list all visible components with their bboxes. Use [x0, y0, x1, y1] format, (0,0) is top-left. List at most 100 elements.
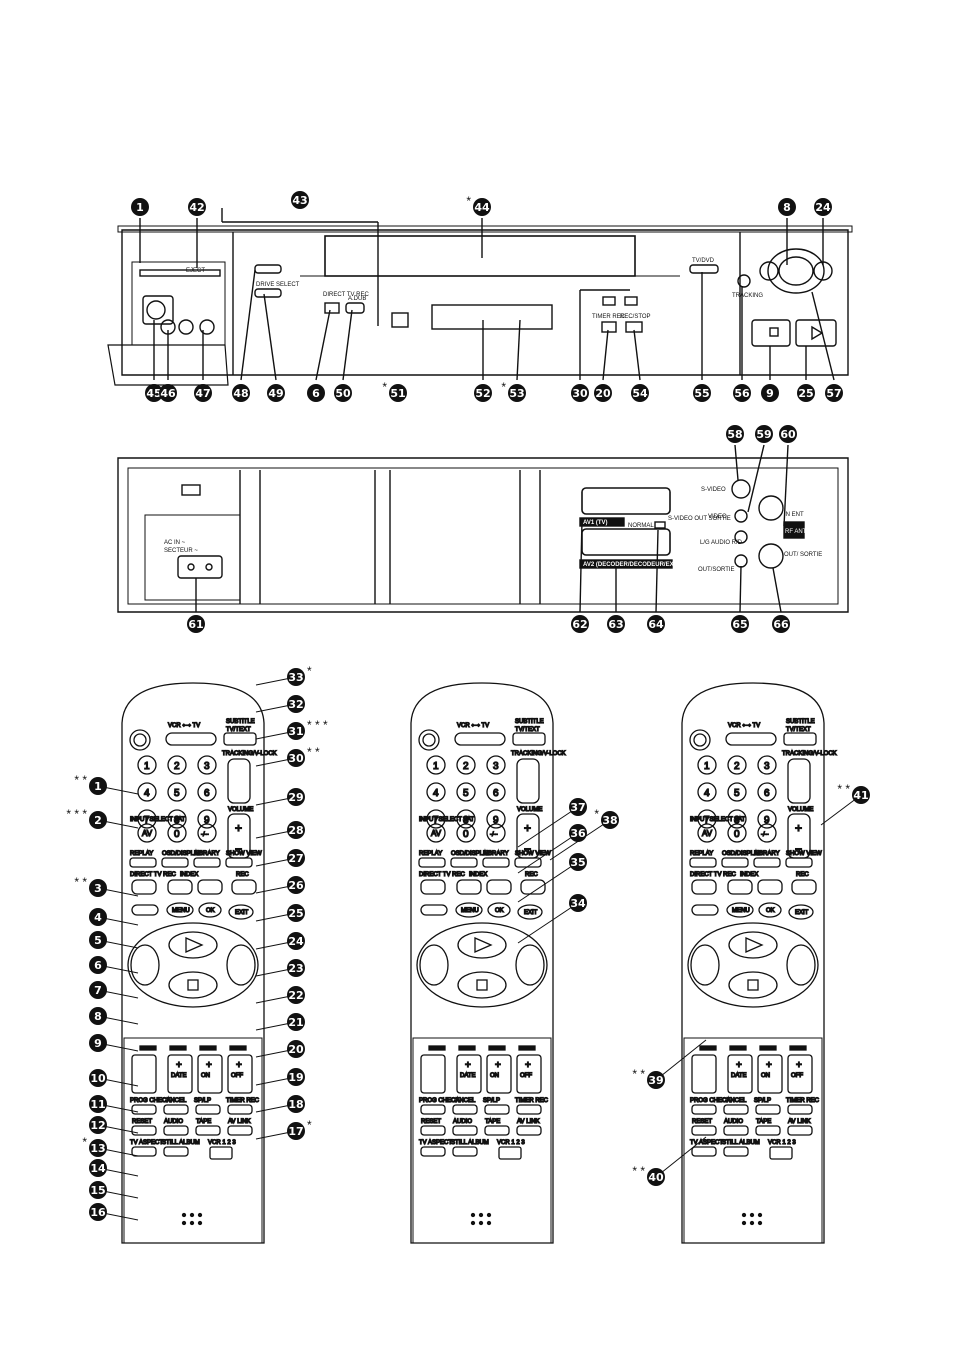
on-rocker [757, 1054, 783, 1094]
callout-badge [291, 191, 309, 209]
speaker-dot [189, 1220, 195, 1226]
leader-line [655, 1039, 707, 1081]
tv-aspect-label: TV ASPECT [690, 1140, 723, 1146]
prog_check-label: PROG CHECK [419, 1098, 459, 1104]
vcr-switch-label: VCR 1 2 3 [768, 1140, 796, 1146]
tracking-rocker [516, 758, 540, 804]
callout-star: * * [632, 1067, 645, 1081]
callout-27: 27 [287, 849, 305, 867]
library-button [482, 857, 510, 868]
play-icon [745, 937, 764, 953]
callout-46: 46 [159, 384, 177, 402]
callout-badge [287, 1068, 305, 1086]
callout-number: 17 [288, 1125, 303, 1138]
callout-badge [89, 811, 107, 829]
callout-number: 34 [570, 897, 586, 910]
callout-number: 39 [648, 1074, 663, 1087]
digit-label: 4 [144, 788, 150, 799]
digit-label: 9 [204, 815, 210, 826]
play-button [168, 931, 218, 959]
play-icon [185, 937, 204, 953]
callout-42: 42 [188, 198, 206, 216]
speaker-dot [757, 1220, 763, 1226]
callout-badge [571, 615, 589, 633]
on-label: ON [201, 1073, 210, 1079]
off-rocker [227, 1054, 253, 1094]
callout-badge [287, 722, 305, 740]
callout-badge [601, 811, 619, 829]
digit-label: 4 [433, 788, 439, 799]
stop-icon [476, 979, 488, 991]
callout-number: 1 [94, 780, 102, 793]
zero-button [167, 823, 187, 843]
color-key [699, 1045, 717, 1051]
callout-badge [188, 198, 206, 216]
vcr-switch-label: VCR 1 2 3 [497, 1140, 525, 1146]
av-button [426, 823, 446, 843]
stop-icon [747, 979, 759, 991]
callout-45: 45 [145, 384, 163, 402]
stop-button [457, 971, 507, 999]
rec-button [231, 879, 257, 895]
callout-star: * [382, 380, 387, 394]
callout-star: * * [837, 782, 850, 796]
direct-tv-rec-label: DIRECT TV REC [419, 872, 465, 878]
timer_rec-label: TIMER REC [226, 1098, 260, 1104]
audio-button [163, 1125, 189, 1136]
remote-body [681, 682, 825, 1244]
callout-number: 19 [288, 1071, 303, 1084]
callout-6: 6 [307, 384, 325, 402]
reset-button [691, 1125, 717, 1136]
callout-12: 12 [89, 1116, 107, 1134]
rec-button [791, 879, 817, 895]
power-icon [693, 733, 707, 747]
show_view-label: SHOW VIEW [515, 851, 551, 857]
digit-label: 5 [174, 788, 180, 799]
date-rocker [727, 1054, 753, 1094]
library-button [753, 857, 781, 868]
callout-number: 48 [233, 387, 248, 400]
color-key [199, 1045, 217, 1051]
index-label: INDEX [740, 872, 758, 878]
callout-badge [89, 1069, 107, 1087]
remote-cover [123, 1037, 263, 1244]
callout-number: 24 [815, 201, 831, 214]
remote-body [410, 682, 554, 1244]
callout-number: 52 [475, 387, 490, 400]
av_link-label: AV LINK [228, 1119, 251, 1125]
av_link-button [516, 1125, 542, 1136]
callout-number: 11 [90, 1098, 105, 1111]
vcr-tv-button [165, 732, 217, 746]
callout-badge [89, 1007, 107, 1025]
off-label: OFF [231, 1073, 243, 1079]
digit-3-button [486, 755, 506, 775]
callout-number: 5 [94, 934, 102, 947]
transport-cluster [127, 922, 259, 1008]
callout-star: * [307, 1118, 312, 1132]
callout-number: 8 [94, 1010, 102, 1023]
callout-star: * [594, 807, 599, 821]
callout-1: 1 [131, 198, 149, 216]
label-direct-tv-rec: DIRECT TV REC [323, 292, 369, 298]
callout-33: 33* [287, 664, 312, 686]
prog_check-button [420, 1104, 446, 1115]
transport-cluster [416, 922, 548, 1008]
digit-label: 8 [463, 815, 469, 826]
callout-number: 35 [570, 856, 585, 869]
ffwd-button [515, 944, 545, 986]
callout-11: 11 [89, 1095, 107, 1113]
callout-number: 38 [602, 814, 617, 827]
callout-number: 9 [766, 387, 774, 400]
digit-label: 2 [734, 761, 740, 772]
ok-label: OK [766, 908, 775, 914]
callout-number: 58 [727, 428, 742, 441]
audio-button [452, 1125, 478, 1136]
tv-text-button [512, 732, 546, 746]
callout-badge [647, 1071, 665, 1089]
timer_rec-button [787, 1104, 813, 1115]
callout-number: 18 [288, 1098, 303, 1111]
callout-star: * * * [307, 718, 328, 732]
callout-number: 24 [288, 935, 304, 948]
direct-rec-button [131, 879, 157, 895]
